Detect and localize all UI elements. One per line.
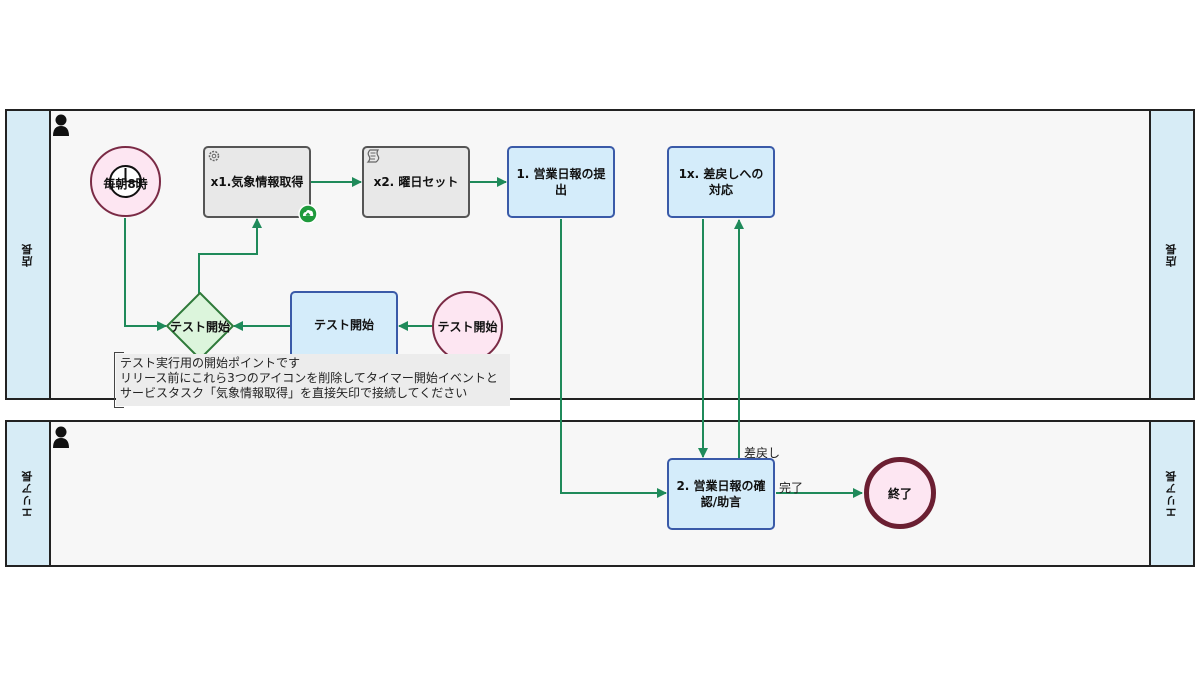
- annotation-line: テスト実行用の開始ポイントです: [120, 356, 301, 370]
- flow-label-returned: 差戻し: [744, 446, 781, 460]
- person-icon: [53, 114, 69, 136]
- flow-gateway-to-weather[interactable]: [198, 218, 262, 294]
- flow-timer-to-gateway[interactable]: [124, 218, 167, 331]
- test-start-event[interactable]: テスト開始: [432, 291, 503, 362]
- test-start-label: テスト開始: [437, 320, 498, 334]
- end-event[interactable]: 終了: [864, 457, 936, 529]
- task-review-label: 2. 営業日報の確認/助言: [676, 478, 766, 509]
- lane-header-right-bottom: エリア長: [1149, 420, 1195, 567]
- text-annotation[interactable]: テスト実行用の開始ポイントです リリース前にこれら3つのアイコンを削除してタイマ…: [116, 354, 510, 406]
- annotation-line: サービスタスク「気象情報取得」を直接矢印で接続してください: [120, 386, 468, 400]
- person-icon: [53, 426, 69, 448]
- exclusive-gateway[interactable]: テスト開始: [166, 292, 234, 360]
- flow-label-complete: 完了: [779, 481, 804, 495]
- task-weekday-label: x2. 曜日セット: [373, 174, 459, 189]
- gear-icon: [208, 150, 220, 162]
- script-icon: [366, 149, 380, 163]
- task-test-start[interactable]: テスト開始: [290, 291, 398, 359]
- flow-submit-to-review[interactable]: [560, 219, 667, 498]
- task-weather[interactable]: x1.気象情報取得: [203, 146, 318, 224]
- lane-header-left-bottom: エリア長: [5, 420, 51, 567]
- task-review-report[interactable]: 2. 営業日報の確認/助言: [667, 458, 775, 530]
- end-event-label: 終了: [887, 486, 912, 501]
- gateway-label: テスト開始: [169, 320, 230, 334]
- annotation-line: リリース前にこれら3つのアイコンを削除してタイマー開始イベントと: [120, 371, 498, 385]
- lane-header-right-top: 店長: [1149, 109, 1195, 400]
- timer-start-event[interactable]: 毎朝8時: [90, 146, 161, 217]
- task-weekday[interactable]: x2. 曜日セット: [362, 146, 470, 218]
- task-test-label: テスト開始: [313, 317, 374, 332]
- timer-icon: [109, 165, 142, 198]
- task-submit-label: 1. 営業日報の提出: [516, 166, 606, 197]
- annotation-bracket: [114, 352, 124, 408]
- task-return-label: 1x. 差戻しへの対応: [678, 166, 764, 197]
- task-weather-label: x1.気象情報取得: [210, 174, 304, 189]
- cloud-upload-icon: [298, 204, 318, 224]
- lane-header-left-top: 店長: [5, 109, 51, 400]
- timer-start-label: 毎朝8時: [103, 177, 148, 191]
- task-submit-report[interactable]: 1. 営業日報の提出: [507, 146, 615, 218]
- task-handle-return[interactable]: 1x. 差戻しへの対応: [667, 146, 775, 218]
